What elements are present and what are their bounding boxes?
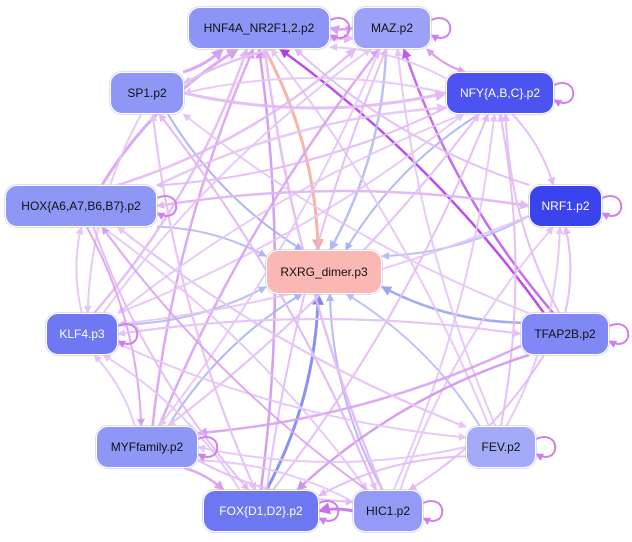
- edge-tfap2b-to-rxrg: [381, 285, 522, 324]
- edge-hic1-to-hox: [101, 226, 368, 491]
- edge-nfy-to-sp1: [183, 77, 447, 96]
- edge-fev-to-rxrg: [345, 293, 481, 427]
- edge-nfy-to-nrf1: [511, 113, 556, 186]
- edge-fev-to-myf: [197, 444, 467, 463]
- node-label: TFAP2B.p2: [534, 327, 596, 341]
- edge-hox-to-fox: [92, 226, 250, 491]
- self-loop-myf: [195, 436, 219, 461]
- edge-nrf1-to-hox: [156, 190, 530, 209]
- edge-fev-to-maz: [394, 48, 497, 427]
- node-fox[interactable]: FOX{D1,D2}.p2: [203, 490, 319, 532]
- edge-fox-to-nfy: [272, 113, 490, 491]
- edge-nfy-to-klf4: [117, 113, 464, 314]
- self-loop-nfy: [551, 82, 575, 107]
- node-label: HIC1.p2: [365, 504, 411, 518]
- edge-hic1-to-fox: [317, 502, 354, 515]
- self-loop-maz: [428, 17, 452, 42]
- edge-nfy-to-hnf4a: [329, 43, 447, 80]
- node-fev[interactable]: FEV.p2: [466, 426, 536, 468]
- edge-nfy-to-hox: [156, 106, 447, 190]
- edge-klf4-to-fev: [117, 342, 467, 441]
- edge-klf4-to-maz: [102, 48, 372, 314]
- edge-hic1-to-nfy: [392, 113, 498, 491]
- edge-fev-to-hnf4a: [270, 48, 490, 427]
- edge-hnf4a-to-rxrg: [263, 48, 324, 252]
- edge-klf4-to-hnf4a: [93, 48, 249, 314]
- edge-tfap2b-to-myf: [197, 344, 522, 438]
- node-label: MAZ.p2: [370, 21, 413, 35]
- edge-tfap2b-to-sp1: [182, 113, 529, 314]
- self-loop-nrf1: [599, 195, 623, 220]
- node-label: KLF4.p3: [59, 327, 105, 341]
- node-label: FOX{D1,D2}.p2: [219, 504, 303, 518]
- self-loop-fox: [316, 500, 340, 525]
- self-loop-tfap2b: [606, 323, 630, 348]
- self-loop-hox: [154, 195, 178, 220]
- node-nfy[interactable]: NFY{A,B,C}.p2: [446, 72, 554, 114]
- edge-fox-to-sp1: [149, 113, 257, 491]
- node-tfap2b[interactable]: TFAP2B.p2: [521, 313, 609, 355]
- edge-maz-to-nfy: [426, 48, 466, 74]
- edge-maz-to-rxrg: [329, 48, 388, 251]
- node-label: FEV.p2: [481, 440, 521, 454]
- edge-klf4-to-hox: [75, 226, 84, 314]
- node-label: RXRG_dimer.p3: [280, 265, 368, 279]
- edge-hic1-to-nrf1: [399, 226, 555, 491]
- node-hnf4a[interactable]: HNF4A_NR2F1,2.p2: [188, 7, 330, 49]
- edge-fev-to-fox: [318, 455, 467, 497]
- edge-myf-to-klf4: [93, 354, 136, 427]
- node-label: MYFfamily.p2: [110, 440, 184, 454]
- edge-sp1-to-hnf4a: [182, 47, 224, 74]
- node-label: NRF1.p2: [541, 199, 590, 213]
- edge-maz-to-myf: [158, 48, 381, 427]
- node-nrf1[interactable]: NRF1.p2: [529, 185, 602, 227]
- edge-tfap2b-to-nrf1: [563, 226, 572, 314]
- edge-hox-to-hic1: [101, 226, 368, 491]
- node-rxrg[interactable]: RXRG_dimer.p3: [266, 250, 382, 294]
- node-label: HOX{A6,A7,B6,B7}.p2: [21, 199, 141, 213]
- edge-nfy-to-rxrg: [344, 113, 480, 251]
- edge-sp1-to-nfy: [183, 89, 448, 110]
- node-label: NFY{A,B,C}.p2: [459, 86, 541, 100]
- edge-fev-to-nfy: [497, 113, 517, 427]
- edge-fox-to-klf4: [102, 354, 241, 491]
- node-hic1[interactable]: HIC1.p2: [353, 490, 423, 532]
- self-loop-hic1: [420, 500, 444, 525]
- edge-hic1-to-myf: [197, 456, 354, 503]
- self-loop-klf4: [115, 323, 139, 348]
- edge-hox-to-maz: [117, 48, 357, 187]
- edge-hnf4a-to-maz: [329, 25, 354, 34]
- node-maz[interactable]: MAZ.p2: [353, 7, 431, 49]
- edge-hic1-to-sp1: [158, 113, 377, 491]
- edge-tfap2b-to-fox: [296, 353, 530, 491]
- node-klf4[interactable]: KLF4.p3: [46, 313, 118, 355]
- edge-fev-to-hox: [116, 226, 467, 428]
- node-hox[interactable]: HOX{A6,A7,B6,B7}.p2: [5, 185, 157, 227]
- edge-nrf1-to-hnf4a: [294, 48, 530, 186]
- edge-klf4-to-rxrg: [117, 286, 267, 326]
- edge-klf4-to-nfy: [117, 113, 465, 315]
- node-myf[interactable]: MYFfamily.p2: [96, 426, 198, 468]
- edge-hox-to-nfy: [156, 103, 447, 187]
- self-loop-fev: [533, 436, 557, 461]
- edge-myf-to-hnf4a: [151, 48, 255, 427]
- node-label: HNF4A_NR2F1,2.p2: [203, 21, 315, 35]
- edge-klf4-to-tfap2b: [117, 318, 522, 337]
- edge-sp1-to-rxrg: [166, 113, 303, 251]
- edge-tfap2b-to-nfy: [501, 113, 561, 314]
- edge-nfy-to-maz: [426, 48, 466, 73]
- edge-myf-to-fox: [184, 466, 225, 491]
- node-label: SP1.p2: [127, 86, 167, 100]
- edge-myf-to-rxrg: [167, 293, 303, 427]
- self-loop-hnf4a: [327, 17, 351, 42]
- node-sp1[interactable]: SP1.p2: [110, 72, 184, 114]
